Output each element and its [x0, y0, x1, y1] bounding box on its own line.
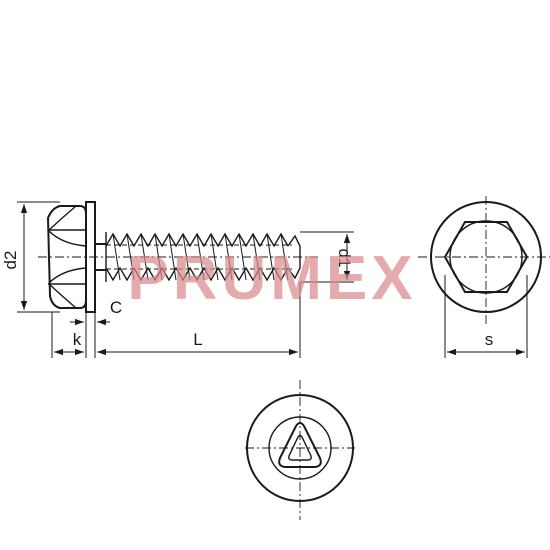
- dimension-k: k: [51, 312, 87, 358]
- label-l: L: [193, 330, 202, 349]
- thread-bottom-view: [245, 380, 355, 520]
- label-d1: d1: [335, 249, 354, 268]
- hex-head-end-view: [418, 196, 550, 326]
- head-curve-mid-top: [48, 230, 87, 247]
- trilobular-inner: [288, 434, 312, 461]
- dimension-c: C: [70, 298, 122, 358]
- head-curve-bottom: [48, 283, 77, 309]
- bottom-flange-circle: [246, 394, 354, 502]
- head-curve-mid-bottom: [48, 267, 87, 284]
- label-c: C: [110, 298, 122, 317]
- dimension-s: s: [444, 275, 528, 358]
- dimension-l: L: [97, 282, 301, 358]
- thread: [95, 232, 301, 282]
- flange-circle: [430, 201, 542, 313]
- label-k: k: [73, 330, 82, 349]
- watermark-logo: PRUMEX: [127, 244, 416, 313]
- screw-side-view: [38, 201, 318, 313]
- head-curve-top: [48, 205, 77, 231]
- dimension-d2: d2: [1, 201, 60, 313]
- trilobular-outer: [278, 422, 322, 468]
- flange: [85, 201, 96, 313]
- label-d2: d2: [1, 251, 20, 270]
- hex-chamfer-circle: [449, 220, 523, 294]
- dimension-d1: d1: [300, 231, 354, 283]
- label-s: s: [485, 330, 494, 349]
- hexagon: [443, 221, 529, 293]
- bottom-inner-circle: [268, 416, 332, 480]
